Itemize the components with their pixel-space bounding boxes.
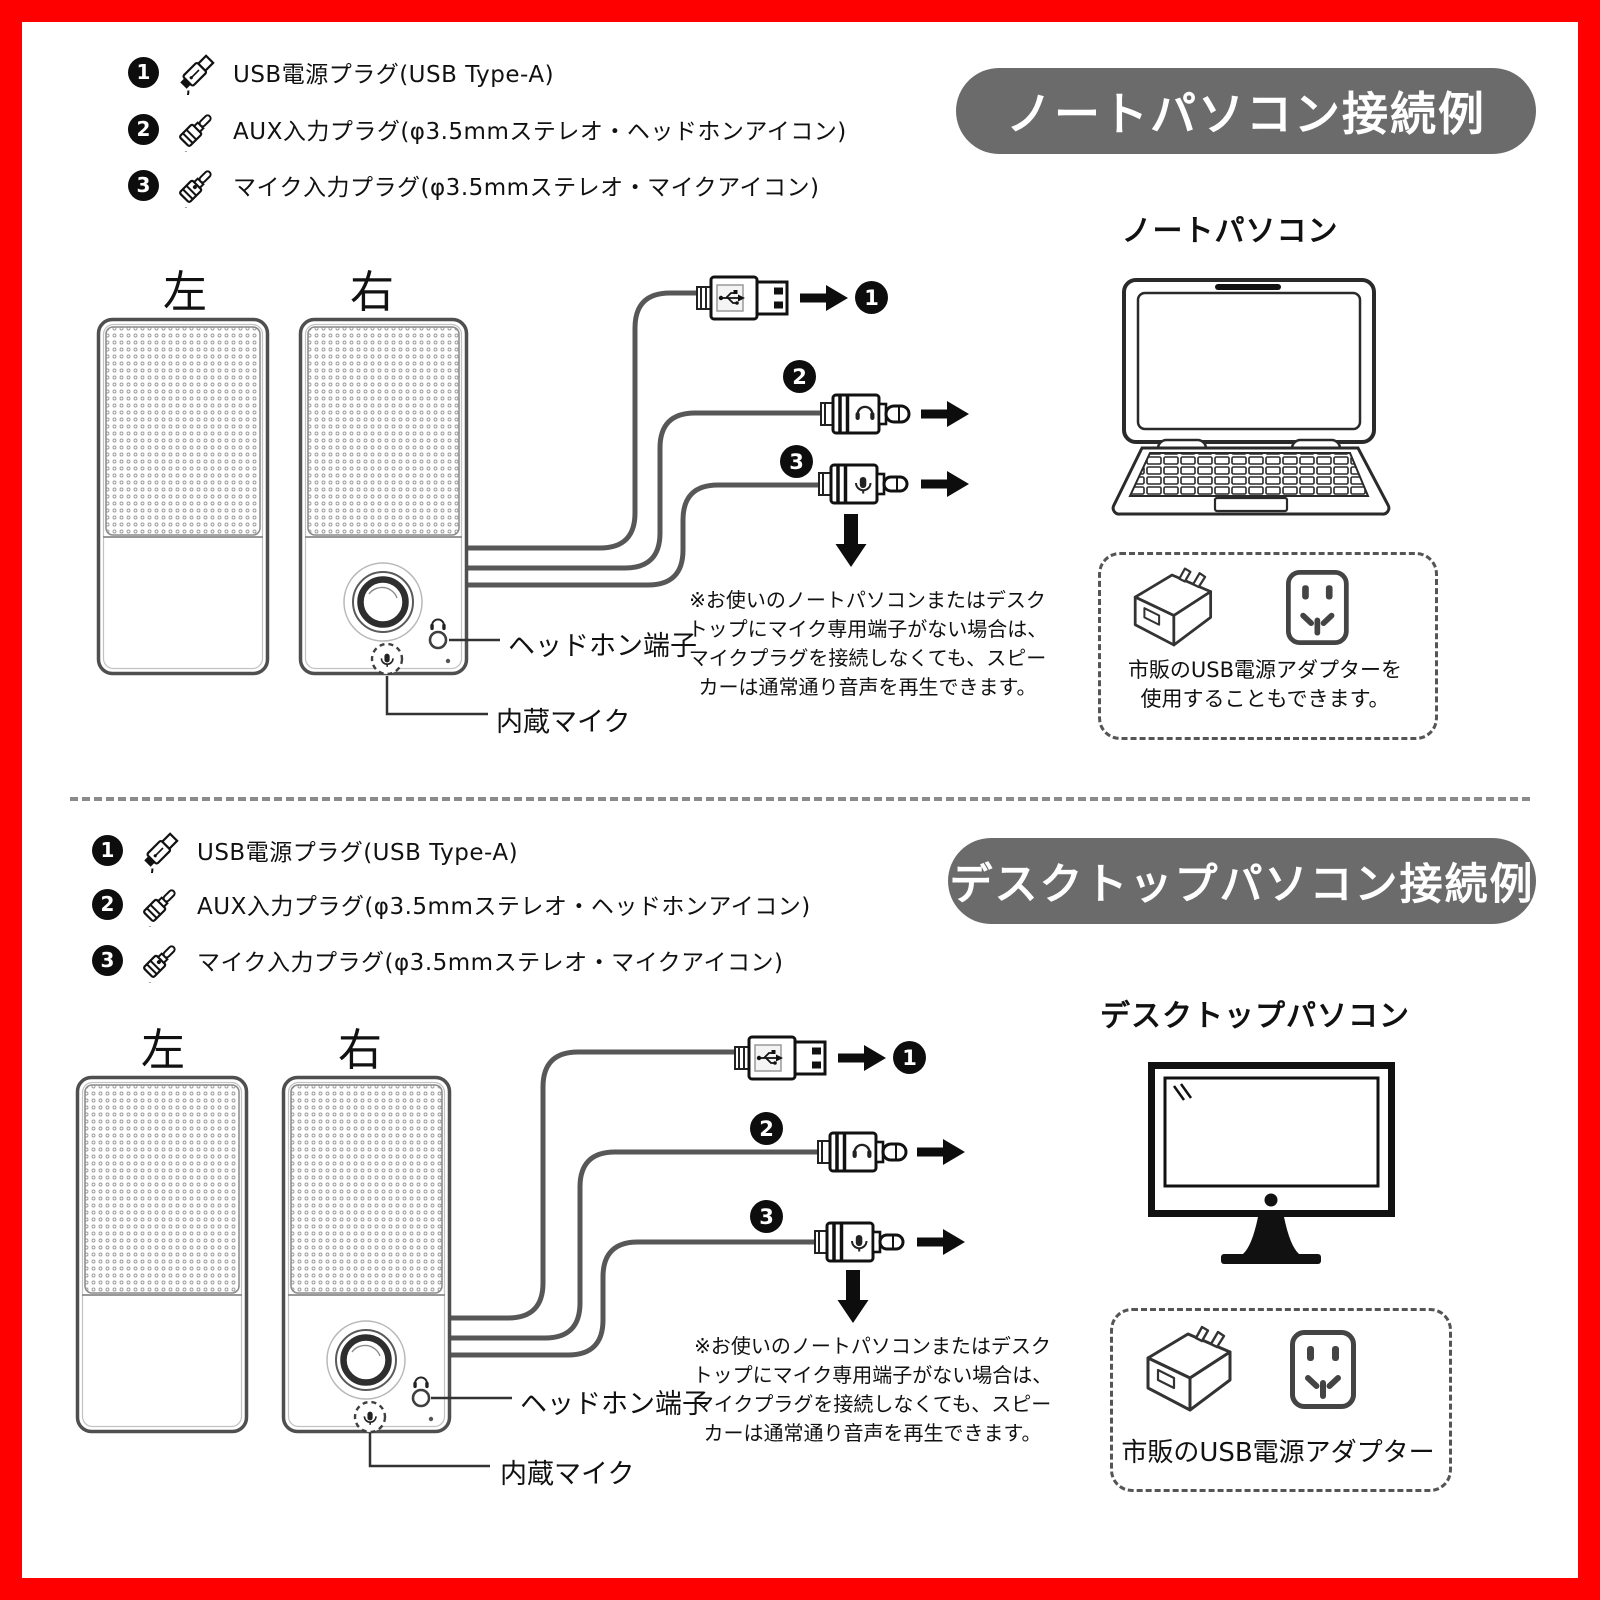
arrow-right-icon [838, 1045, 886, 1071]
speaker-right-label: 右 [350, 267, 394, 318]
arrow-right-icon [921, 401, 969, 427]
right-speaker-illustration [301, 320, 467, 675]
aux-plug-illustration [821, 395, 909, 433]
arrow-down-icon [835, 514, 867, 567]
legend-item-label: AUX入力プラグ(φ3.5mmステレオ・ヘッドホンアイコン) [233, 119, 847, 145]
laptop-section-cables [464, 290, 824, 588]
plug-number-1: 1 [893, 1041, 926, 1074]
usb-plug-illustration [733, 1035, 827, 1081]
adapter-note-caption: 市販のUSB電源アダプターを 使用することもできます。 [1127, 658, 1403, 712]
plug-number-1: 1 [855, 281, 888, 314]
legend-item-label: AUX入力プラグ(φ3.5mmステレオ・ヘッドホンアイコン) [197, 894, 811, 920]
arrow-right-icon [917, 1229, 965, 1255]
adapter-note-caption: 市販のUSB電源アダプター [1121, 1438, 1435, 1468]
mic-note-text: ※お使いのノートパソコンまたはデスク トップにマイク専用端子がない場合は、 マイ… [692, 1334, 1053, 1445]
legend-number-badge: 3 [128, 169, 159, 201]
mic-plug-icon [143, 945, 176, 983]
legend-item-mic: 3 マイク入力プラグ(φ3.5mmステレオ・マイクアイコン) [128, 162, 819, 208]
legend-item-aux: 2 AUX入力プラグ(φ3.5mmステレオ・ヘッドホンアイコン) [92, 881, 811, 927]
plug-number-2: 2 [783, 360, 816, 393]
adapter-note-box [1098, 552, 1438, 740]
builtin-mic-callout: 内蔵マイク [496, 707, 631, 738]
mic-plug-icon [179, 170, 212, 208]
legend-item-label: マイク入力プラグ(φ3.5mmステレオ・マイクアイコン) [197, 950, 784, 976]
legend-item-usb: 1 USB電源プラグ(USB Type-A) [92, 827, 518, 873]
legend-number-badge: 2 [128, 113, 159, 145]
speaker-right-label: 右 [338, 1025, 382, 1076]
headphone-jack-callout: ヘッドホン端子 [508, 631, 697, 662]
legend-number-badge: 2 [92, 888, 123, 920]
legend-item-label: マイク入力プラグ(φ3.5mmステレオ・マイクアイコン) [233, 175, 820, 201]
arrow-right-icon [917, 1139, 965, 1165]
legend-item-mic: 3 マイク入力プラグ(φ3.5mmステレオ・マイクアイコン) [92, 937, 783, 983]
device-label-laptop: ノートパソコン [1121, 214, 1339, 249]
mic-note-text: ※お使いのノートパソコンまたはデスク トップにマイク専用端子がない場合は、 マイ… [687, 588, 1048, 699]
aux-plug-icon [143, 889, 176, 927]
device-label-desktop: デスクトップパソコン [1100, 999, 1410, 1034]
adapter-note-box [1110, 1308, 1452, 1492]
left-speaker-illustration [75, 1075, 249, 1434]
arrow-right-icon [800, 285, 848, 311]
laptop-callout-lines [385, 638, 500, 716]
legend-item-aux: 2 AUX入力プラグ(φ3.5mmステレオ・ヘッドホンアイコン) [128, 106, 847, 152]
laptop-illustration [1111, 278, 1391, 517]
headphone-jack-callout: ヘッドホン端子 [520, 1389, 709, 1420]
section-title-laptop: ノートパソコン接続例 [956, 68, 1536, 154]
speaker-left-label: 左 [163, 267, 207, 318]
legend-number-badge: 3 [92, 944, 123, 976]
desktop-callout-lines [368, 1396, 512, 1468]
usb-plug-icon [180, 54, 215, 95]
mic-plug-illustration [815, 1223, 903, 1261]
aux-plug-icon [179, 114, 212, 152]
plug-number-2: 2 [750, 1112, 783, 1145]
plug-number-3: 3 [750, 1200, 783, 1233]
usb-plug-icon [144, 832, 179, 873]
desktop-monitor-illustration [1152, 1066, 1392, 1265]
builtin-mic-callout: 内蔵マイク [500, 1459, 635, 1490]
legend-item-label: USB電源プラグ(USB Type-A) [233, 62, 555, 88]
arrow-right-icon [921, 471, 969, 497]
desktop-section-cables [447, 1049, 821, 1358]
aux-plug-illustration [818, 1133, 906, 1171]
speaker-left-label: 左 [141, 1025, 185, 1076]
legend-number-badge: 1 [128, 56, 159, 88]
section-divider [70, 797, 1530, 801]
mic-plug-illustration [819, 465, 907, 503]
legend-number-badge: 1 [92, 834, 123, 866]
section-title-desktop: デスクトップパソコン接続例 [948, 838, 1536, 924]
plug-number-3: 3 [780, 445, 813, 478]
usb-plug-illustration [695, 275, 789, 321]
left-speaker-illustration [96, 317, 270, 676]
arrow-down-icon [837, 1270, 869, 1323]
legend-item-label: USB電源プラグ(USB Type-A) [197, 840, 519, 866]
legend-item-usb: 1 USB電源プラグ(USB Type-A) [128, 49, 554, 95]
right-speaker-illustration [284, 1078, 450, 1433]
